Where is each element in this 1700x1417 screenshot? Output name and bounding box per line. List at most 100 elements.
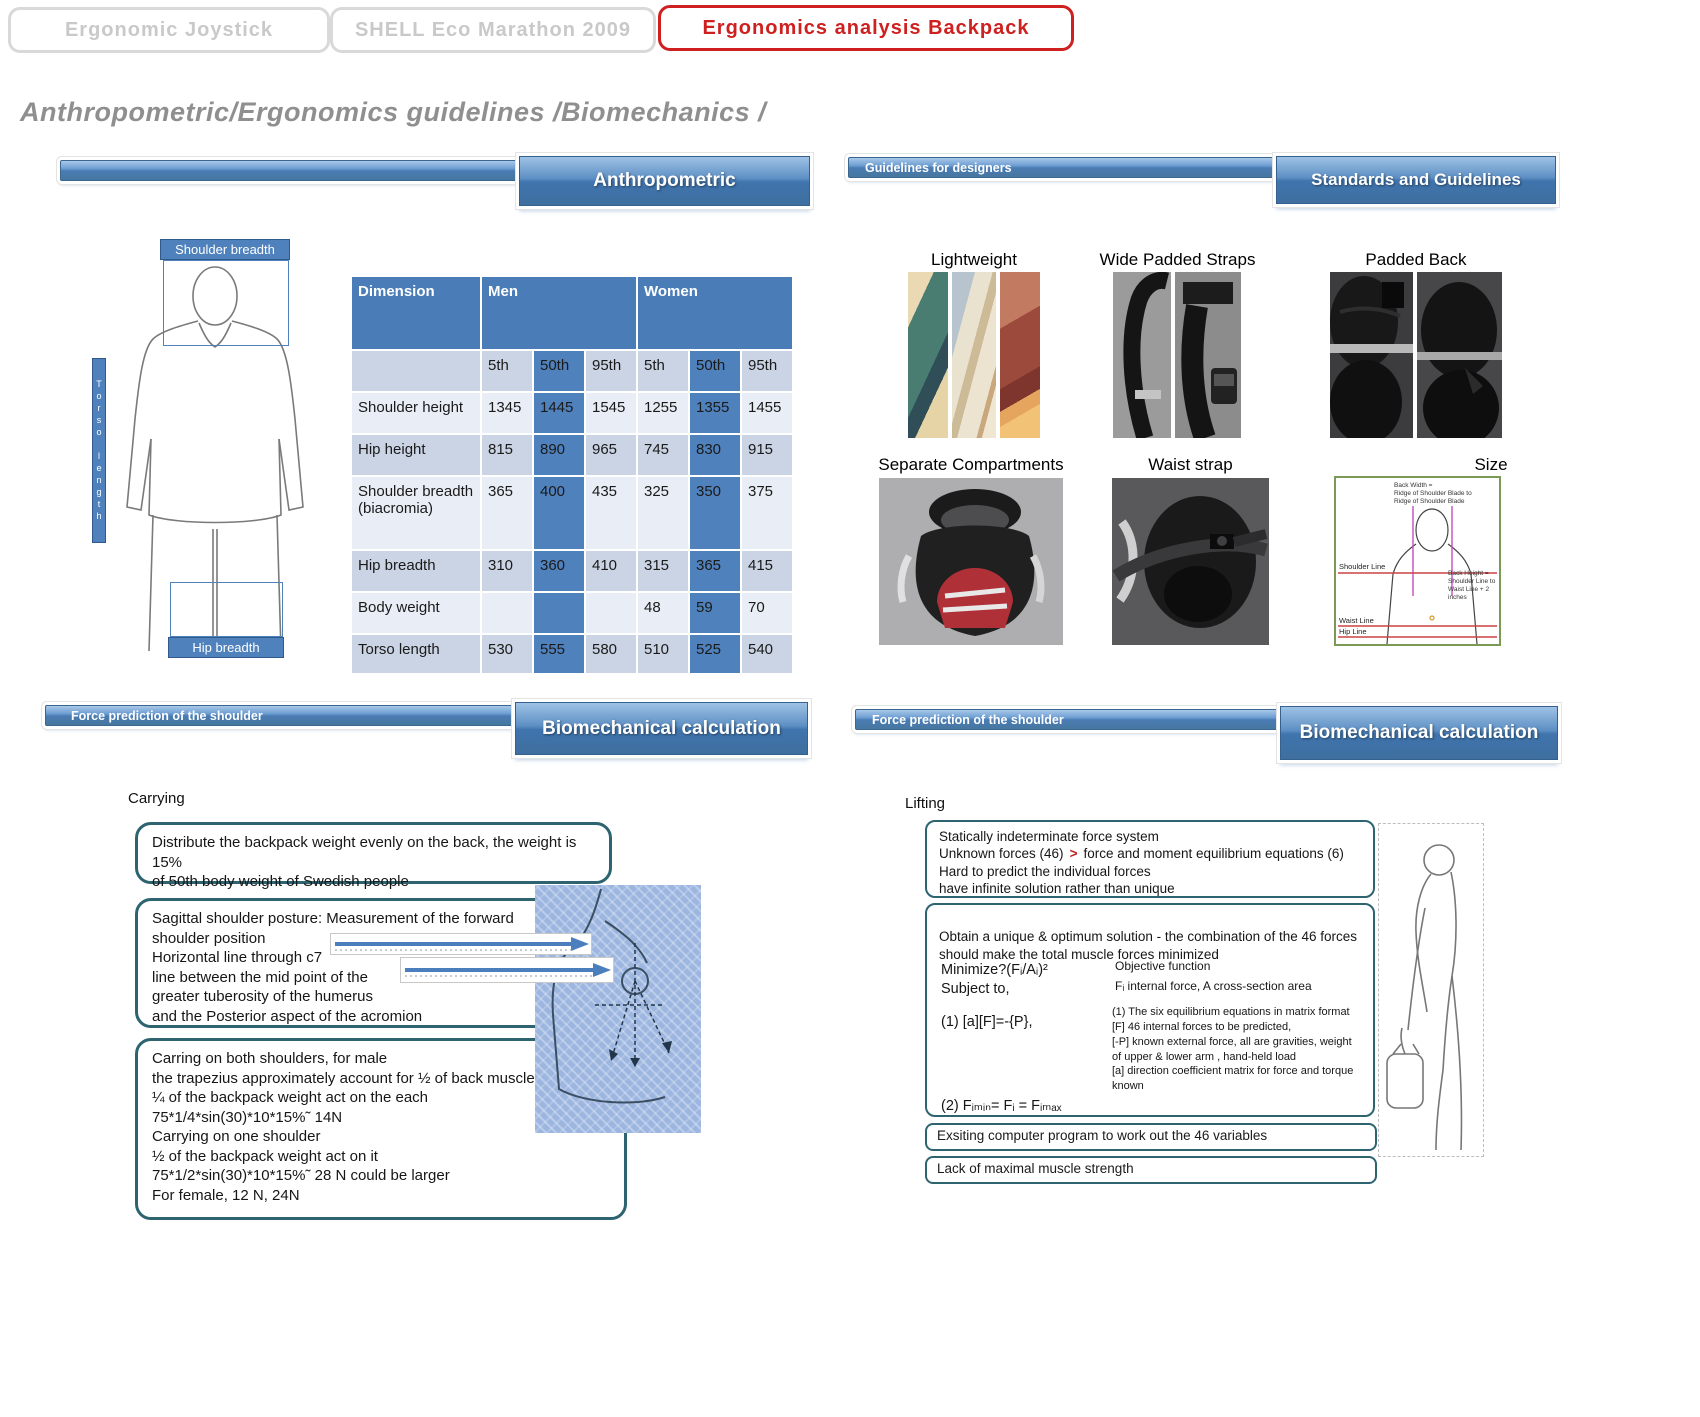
hip-line-label: Hip Line xyxy=(1339,627,1367,636)
table-cell: 70 xyxy=(742,593,792,633)
table-cell: 525 xyxy=(690,635,740,673)
size-diagram-sketch xyxy=(1338,506,1497,644)
table-cell: 400 xyxy=(534,477,584,549)
shoulder-line-label: Shoulder Line xyxy=(1339,562,1386,571)
guidelines-banner-title: Standards and Guidelines xyxy=(1276,156,1556,204)
table-cell: 315 xyxy=(638,551,688,591)
col-header-men: Men xyxy=(482,277,636,349)
percentile-header: 95th xyxy=(586,351,636,391)
table-cell: 1355 xyxy=(690,393,740,433)
table-cell: 365 xyxy=(690,551,740,591)
page-title: Anthropometric/Ergonomics guidelines /Bi… xyxy=(20,97,767,127)
table-cell xyxy=(534,593,584,633)
table-cell xyxy=(482,593,532,633)
wide-padded-straps-photo xyxy=(1113,272,1241,438)
percentile-header: 95th xyxy=(742,351,792,391)
card-title-separate-compartments: Separate Compartments xyxy=(878,455,1064,474)
tab-ergonomic-joystick[interactable]: Ergonomic Joystick xyxy=(8,7,330,53)
table-cell: 1455 xyxy=(742,393,792,433)
percentile-spacer xyxy=(352,351,480,391)
table-cell: 435 xyxy=(586,477,636,549)
table-cell: 540 xyxy=(742,635,792,673)
internal-force-note: Fᵢ internal force, A cross-section area xyxy=(1115,979,1312,993)
percentile-header: 50th xyxy=(690,351,740,391)
padded-back-photo xyxy=(1330,272,1502,438)
back-width-note: Back Width = Ridge of Shoulder Blade to … xyxy=(1394,482,1472,506)
padded-back-left xyxy=(1330,272,1413,438)
lifting-banner-bar: Force prediction of the shoulder xyxy=(855,709,1280,730)
greater-than-symbol: > xyxy=(1069,846,1078,862)
table-cell: 745 xyxy=(638,435,688,475)
separate-compartments-photo xyxy=(879,478,1063,645)
card-title-padded-back: Padded Back xyxy=(1365,250,1467,269)
table-cell: 350 xyxy=(690,477,740,549)
card-title-lightweight: Lightweight xyxy=(930,250,1017,269)
card-title-size: Size xyxy=(1474,455,1508,474)
lightweight-photo xyxy=(908,272,1040,438)
percentile-header: 5th xyxy=(638,351,688,391)
tab-shell-eco-marathon[interactable]: SHELL Eco Marathon 2009 xyxy=(330,7,656,53)
torso-length-label: Torso length xyxy=(92,358,106,543)
table-cell: 1345 xyxy=(482,393,532,433)
table-cell: 530 xyxy=(482,635,532,673)
table-cell: 510 xyxy=(638,635,688,673)
percentile-header: 5th xyxy=(482,351,532,391)
table-cell: 830 xyxy=(690,435,740,475)
statically-indeterminate-box: Statically indeterminate force system Un… xyxy=(925,820,1375,898)
minimize-objective: Minimize?(Fᵢ/Aᵢ)² Subject to, xyxy=(941,962,1048,997)
hip-breadth-rect xyxy=(170,582,283,637)
dimension-label: Body weight xyxy=(352,593,480,633)
static-line2: Unknown forces (46)>force and moment equ… xyxy=(939,845,1361,862)
carrying-banner-bar: Force prediction of the shoulder xyxy=(45,705,515,726)
lifting-figure-box xyxy=(1378,823,1484,1157)
fabric-swatch xyxy=(952,272,996,438)
strap-photo-left xyxy=(1113,272,1171,438)
computer-program-box: Exsiting computer program to work out th… xyxy=(925,1123,1377,1151)
table-header-row: Dimension Men Women xyxy=(352,277,792,349)
carrying-banner-title: Biomechanical calculation xyxy=(515,702,808,755)
equation-2: (2) Fᵢₘᵢₙ= Fᵢ = Fᵢₘₐₓ xyxy=(941,1098,1062,1114)
table-cell: 1445 xyxy=(534,393,584,433)
strap-photo-right xyxy=(1175,272,1241,438)
card-title-wide-padded-straps: Wide Padded Straps xyxy=(1099,250,1256,269)
waist-strap-photo xyxy=(1112,478,1269,645)
anthropometric-banner-bar xyxy=(60,160,518,181)
shoulder-breadth-label: Shoulder breadth xyxy=(160,239,290,260)
dimension-label: Torso length xyxy=(352,635,480,673)
shoulder-posture-image xyxy=(535,885,701,1133)
size-diagram: Back Width = Ridge of Shoulder Blade to … xyxy=(1334,476,1501,646)
shoulder-posture-sketch xyxy=(551,888,672,1104)
table-cell: 1545 xyxy=(586,393,636,433)
distribute-weight-box: Distribute the backpack weight evenly on… xyxy=(135,822,612,890)
fabric-swatch xyxy=(1000,272,1040,438)
arrow-right-icon xyxy=(405,963,611,977)
table-cell: 555 xyxy=(534,635,584,673)
dimension-label: Shoulder height xyxy=(352,393,480,433)
lifting-banner-title: Biomechanical calculation xyxy=(1280,706,1558,760)
guidelines-banner-bar: Guidelines for designers xyxy=(848,157,1278,178)
dimension-label: Hip height xyxy=(352,435,480,475)
static-line2-pre: Unknown forces (46) xyxy=(939,846,1064,862)
tab-ergonomics-analysis-backpack[interactable]: Ergonomics analysis Backpack xyxy=(658,5,1074,51)
dimension-label: Shoulder breadth (biacromia) xyxy=(352,477,480,549)
table-cell: 890 xyxy=(534,435,584,475)
objective-function-note: Objective function xyxy=(1115,959,1211,973)
table-cell: 1255 xyxy=(638,393,688,433)
muscle-strength-box: Lack of maximal muscle strength xyxy=(925,1156,1377,1184)
arrow-right-icon xyxy=(335,937,589,951)
table-cell xyxy=(586,593,636,633)
static-line4: have infinite solution rather than uniqu… xyxy=(939,880,1175,896)
back-height-note: Back Height = Shoulder Line to Waist Lin… xyxy=(1448,570,1496,602)
static-line3: Hard to predict the individual forces xyxy=(939,863,1151,879)
optimum-solution-box: Obtain a unique & optimum solution - the… xyxy=(925,903,1375,1117)
equilibrium-equations-note: (1) The six equilibrium equations in mat… xyxy=(1112,1006,1354,1093)
human-figure-sketch xyxy=(126,266,304,652)
table-cell: 580 xyxy=(586,635,636,673)
